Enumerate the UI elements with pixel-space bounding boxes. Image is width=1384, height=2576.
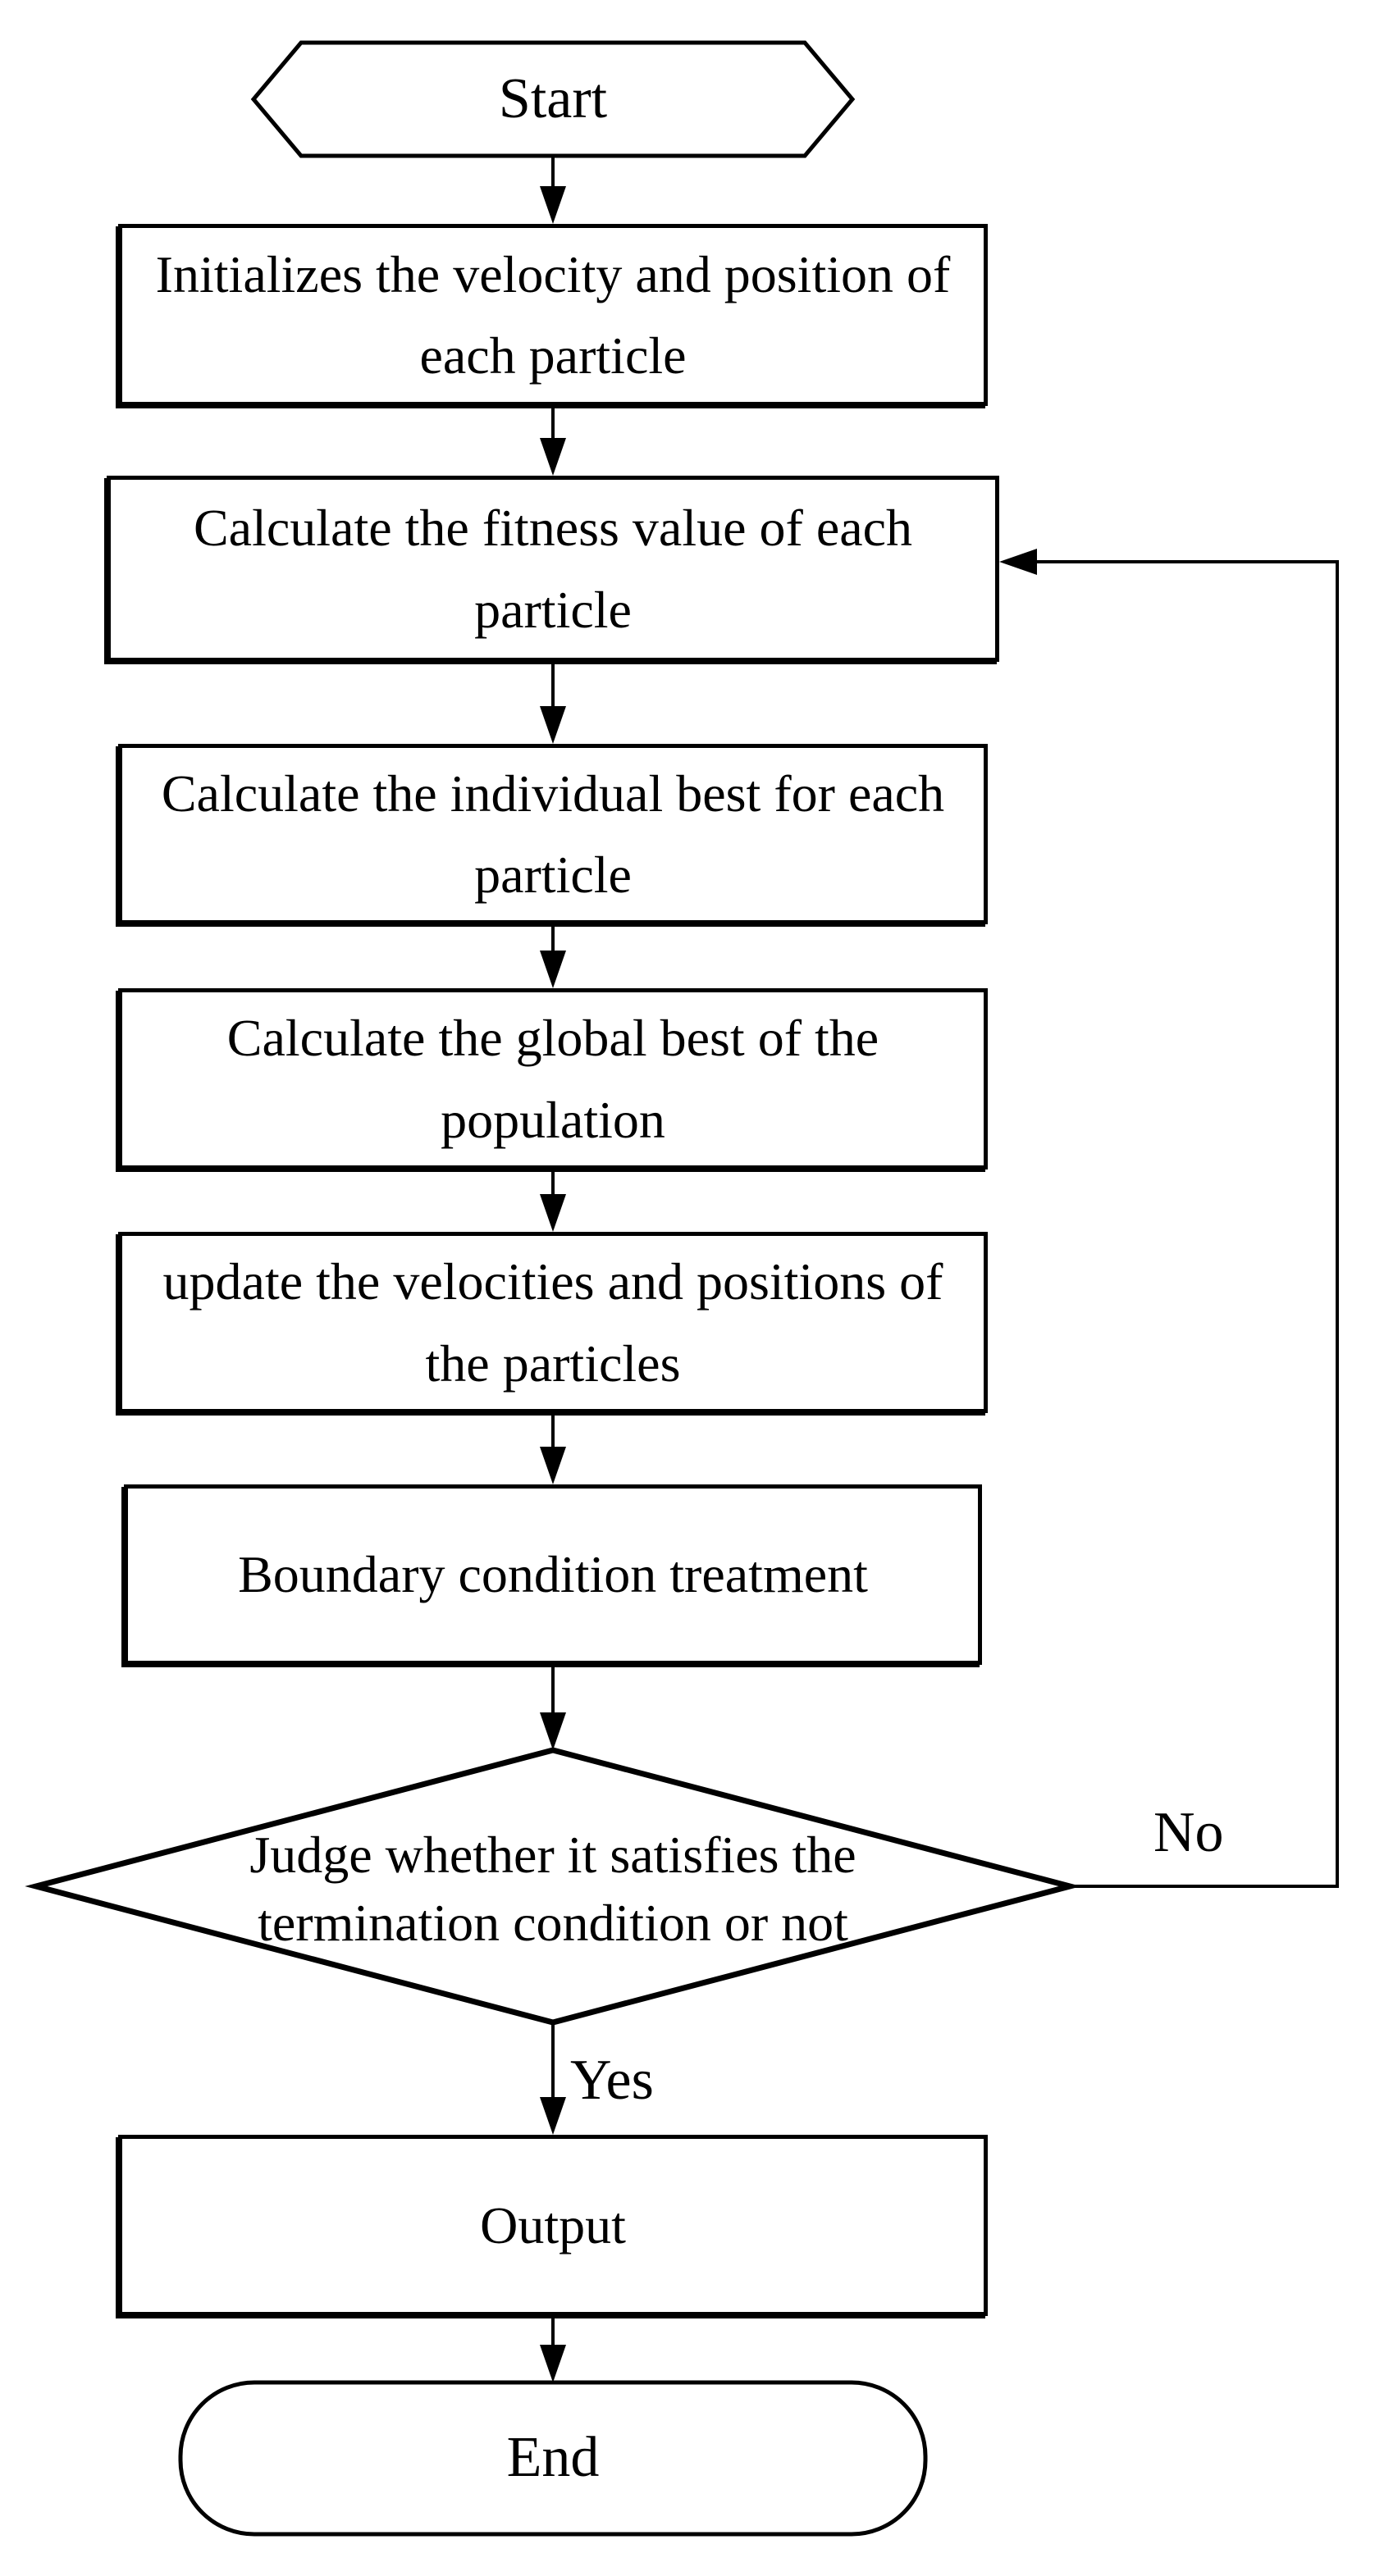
arrowhead-no-into-fitness xyxy=(999,549,1037,575)
node-fitness-label: Calculate the fitness value of each part… xyxy=(193,499,913,639)
node-initialize-label: Initializes the velocity and position of… xyxy=(155,244,951,385)
node-global-best-label: Calculate the global best of the populat… xyxy=(226,1009,879,1149)
arrowhead-into-global xyxy=(540,951,566,988)
arrowhead-into-fitness xyxy=(540,438,566,476)
edge-label-yes: Yes xyxy=(570,2049,654,2112)
node-boundary: Boundary condition treatment xyxy=(124,1484,982,1665)
node-output-label: Output xyxy=(480,2195,626,2255)
edge-label-no: No xyxy=(1153,1801,1224,1864)
node-individual-best-label: Calculate the individual best for each p… xyxy=(161,764,945,904)
arrowhead-into-individual xyxy=(540,706,566,744)
node-end: End xyxy=(180,2382,925,2534)
node-fitness: Calculate the fitness value of each part… xyxy=(107,476,999,662)
start-node-shape xyxy=(250,40,856,158)
node-update-label: update the velocities and positions of t… xyxy=(162,1252,943,1393)
arrowheads xyxy=(540,186,1037,2382)
node-output: Output xyxy=(118,2135,988,2316)
node-end-label: End xyxy=(506,2426,600,2490)
arrowhead-into-init xyxy=(540,186,566,224)
node-start-label: Start xyxy=(498,66,608,130)
node-initialize: Initializes the velocity and position of… xyxy=(118,224,988,406)
arrowhead-into-judge xyxy=(540,1712,566,1750)
node-update: update the velocities and positions of t… xyxy=(118,1232,988,1413)
node-judge-decision: Judge whether it satisfies the terminati… xyxy=(163,1755,943,2022)
node-individual-best: Calculate the individual best for each p… xyxy=(118,744,988,924)
node-judge-label: Judge whether it satisfies the terminati… xyxy=(249,1825,856,1952)
arrowhead-into-end xyxy=(540,2345,566,2382)
arrowhead-into-boundary xyxy=(540,1447,566,1484)
arrowhead-into-output xyxy=(540,2097,566,2135)
node-start: Start xyxy=(254,43,852,156)
edge-judge-fitness-no xyxy=(1035,560,1339,1888)
node-boundary-label: Boundary condition treatment xyxy=(238,1545,868,1604)
arrowhead-into-update xyxy=(540,1194,566,1232)
node-global-best: Calculate the global best of the populat… xyxy=(118,988,988,1169)
